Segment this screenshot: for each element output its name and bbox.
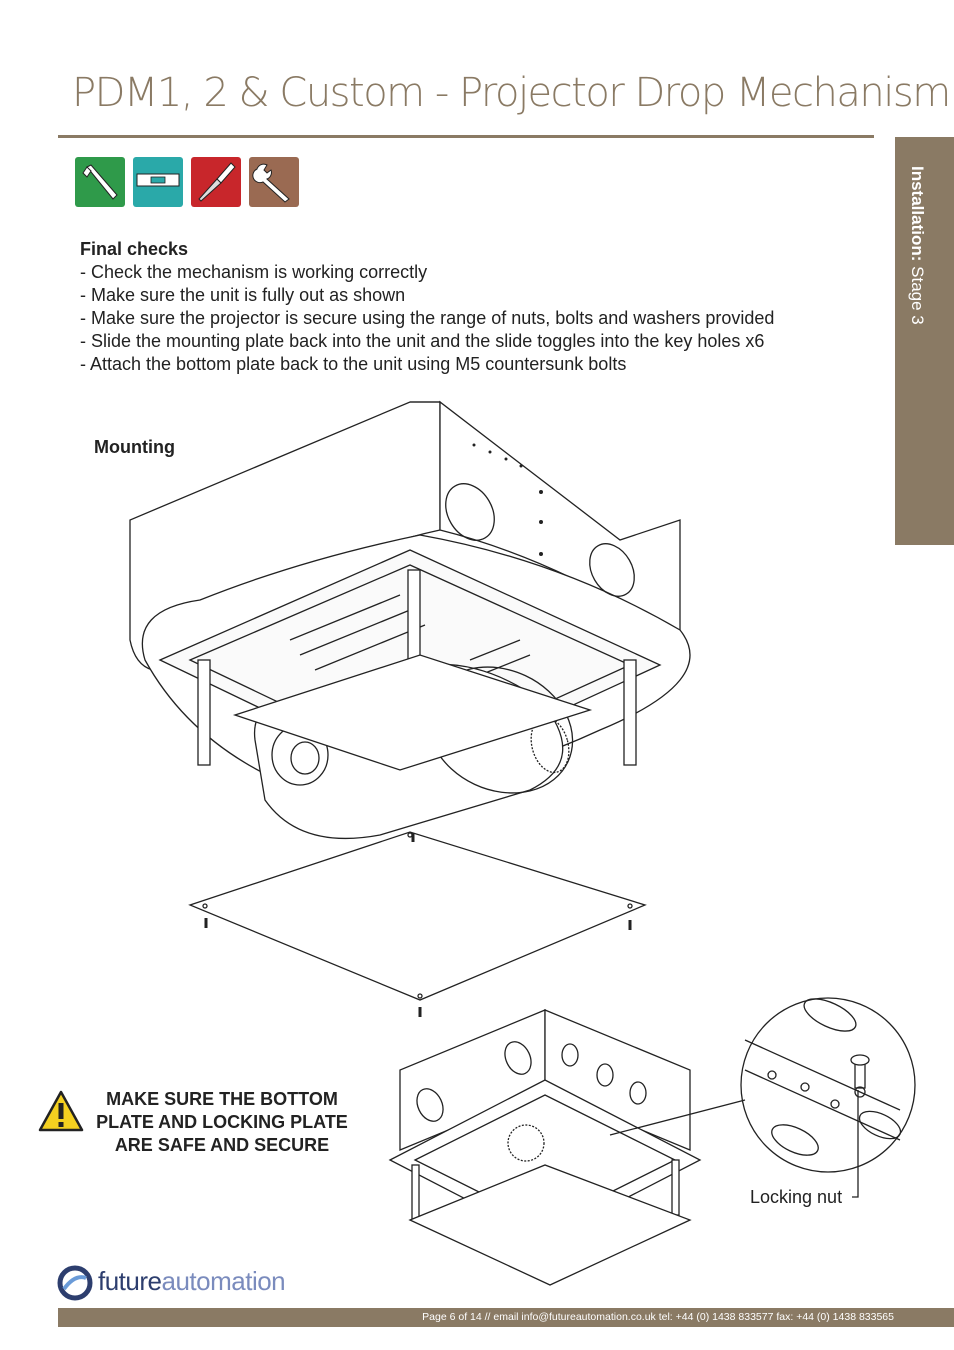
check-item: - Make sure the projector is secure usin… [80, 308, 775, 328]
locking-nut-label: Locking nut [750, 1187, 843, 1207]
allen-key-icon [75, 157, 125, 207]
screwdriver-icon [191, 157, 241, 207]
check-item: - Slide the mounting plate back into the… [80, 331, 765, 351]
warning-text: MAKE SURE THE BOTTOM PLATE AND LOCKING P… [96, 1089, 348, 1155]
title-divider [58, 135, 874, 138]
spanner-icon [249, 157, 299, 207]
warning-icon [38, 1090, 84, 1132]
footer-text: Page 6 of 14 // email info@futureautomat… [422, 1311, 894, 1323]
check-item: - Check the mechanism is working correct… [80, 262, 428, 282]
spirit-level-icon [133, 157, 183, 207]
check-item: - Make sure the unit is fully out as sho… [80, 285, 406, 305]
footer-bar: Page 6 of 14 // email info@futureautomat… [58, 1308, 954, 1327]
side-tab [895, 137, 954, 545]
logo-wordmark: futureautomation [98, 1266, 286, 1296]
mounting-label: Mounting [94, 437, 175, 457]
side-tab-label: Installation: Stage 3 [908, 166, 927, 325]
check-item: - Attach the bottom plate back to the un… [80, 354, 627, 374]
page-title: PDM1, 2 & Custom - Projector Drop Mechan… [72, 70, 951, 116]
final-checks-heading: Final checks [80, 239, 189, 259]
final-checks: Final checks - Check the mechanism is wo… [80, 238, 774, 376]
future-automation-logo-icon [57, 1265, 93, 1301]
